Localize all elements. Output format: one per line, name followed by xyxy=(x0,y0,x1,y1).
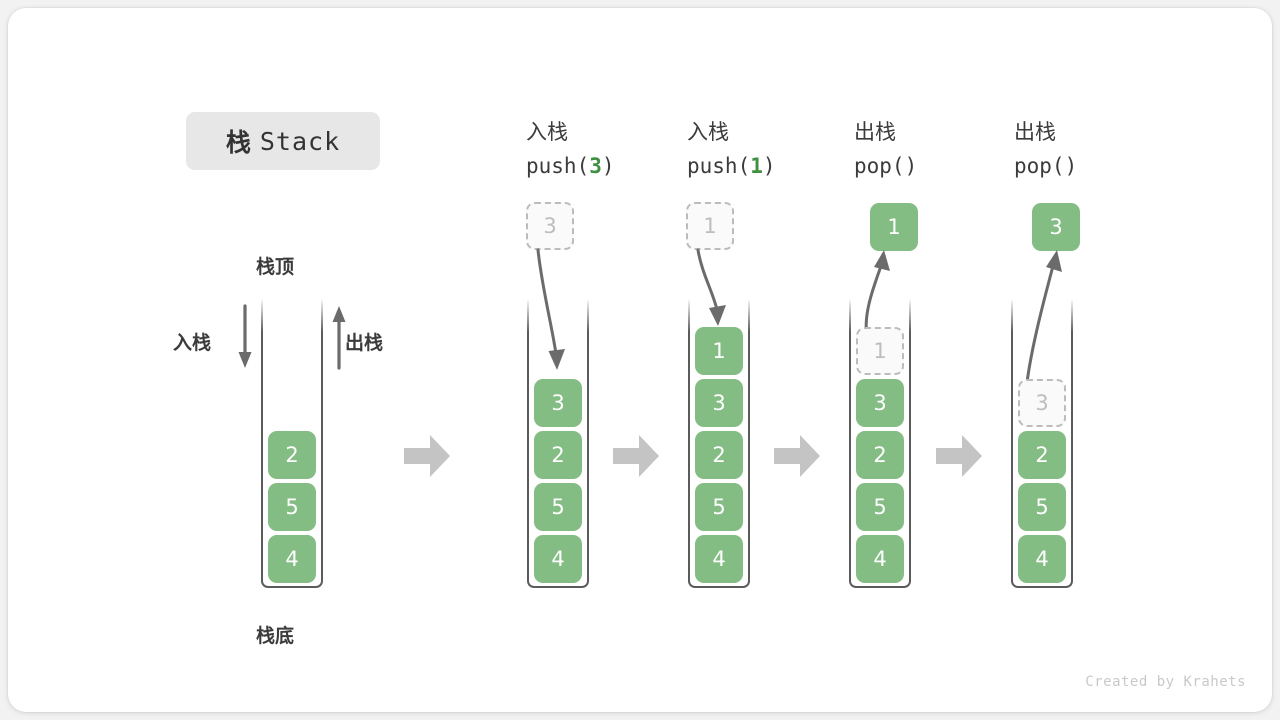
floating-box-pop-3: 3 xyxy=(1032,203,1080,251)
stack-cell: 3 xyxy=(856,379,904,427)
stack-cell: 2 xyxy=(1018,431,1066,479)
credit-text: Created by Krahets xyxy=(1085,674,1246,690)
title-english: Stack xyxy=(259,126,341,156)
stack-cell: 2 xyxy=(534,431,582,479)
step-arrow-icon-3 xyxy=(774,435,820,477)
push-direction-arrow-icon xyxy=(232,304,258,372)
stack-cell: 4 xyxy=(534,535,582,583)
stack-cell: 4 xyxy=(856,535,904,583)
stack-top-label: 栈顶 xyxy=(256,256,295,278)
stack-cell: 5 xyxy=(268,483,316,531)
push-arrow-icon-1 xyxy=(686,248,746,338)
column-header-pop-3: 出栈 pop() xyxy=(1014,120,1078,178)
stack-cell: 5 xyxy=(534,483,582,531)
title-badge: 栈 Stack xyxy=(186,112,380,170)
push-arrow-icon-3 xyxy=(526,248,586,378)
title-chinese: 栈 xyxy=(225,128,251,157)
stack-cell: 5 xyxy=(856,483,904,531)
stack-cell: 2 xyxy=(856,431,904,479)
column-header-push-3: 入栈 push(3) xyxy=(526,120,615,178)
stack-bottom-label: 栈底 xyxy=(256,625,295,647)
stack-cell: 1 xyxy=(695,327,743,375)
stack-cell: 2 xyxy=(268,431,316,479)
column-header-pop-1: 出栈 pop() xyxy=(854,120,918,178)
pop-arrow-icon-3 xyxy=(1008,248,1078,393)
stack-cell: 4 xyxy=(268,535,316,583)
stack-cell-ghost: 3 xyxy=(1018,379,1066,427)
stack-cell: 5 xyxy=(1018,483,1066,531)
step-arrow-icon-1 xyxy=(404,435,450,477)
floating-box-push-3: 3 xyxy=(526,202,574,250)
stack-cell: 2 xyxy=(695,431,743,479)
pop-side-label: 出栈 xyxy=(345,332,384,354)
stack-cell: 3 xyxy=(695,379,743,427)
stack-cell: 3 xyxy=(534,379,582,427)
step-arrow-icon-2 xyxy=(613,435,659,477)
push-side-label: 入栈 xyxy=(173,332,212,354)
column-header-push-1: 入栈 push(1) xyxy=(687,120,776,178)
stack-cell: 5 xyxy=(695,483,743,531)
pop-direction-arrow-icon xyxy=(326,304,352,372)
step-arrow-icon-4 xyxy=(936,435,982,477)
stack-cell: 4 xyxy=(695,535,743,583)
floating-box-pop-1: 1 xyxy=(870,203,918,251)
stack-cell: 4 xyxy=(1018,535,1066,583)
floating-box-push-1: 1 xyxy=(686,202,734,250)
stack-cell-ghost: 1 xyxy=(856,327,904,375)
